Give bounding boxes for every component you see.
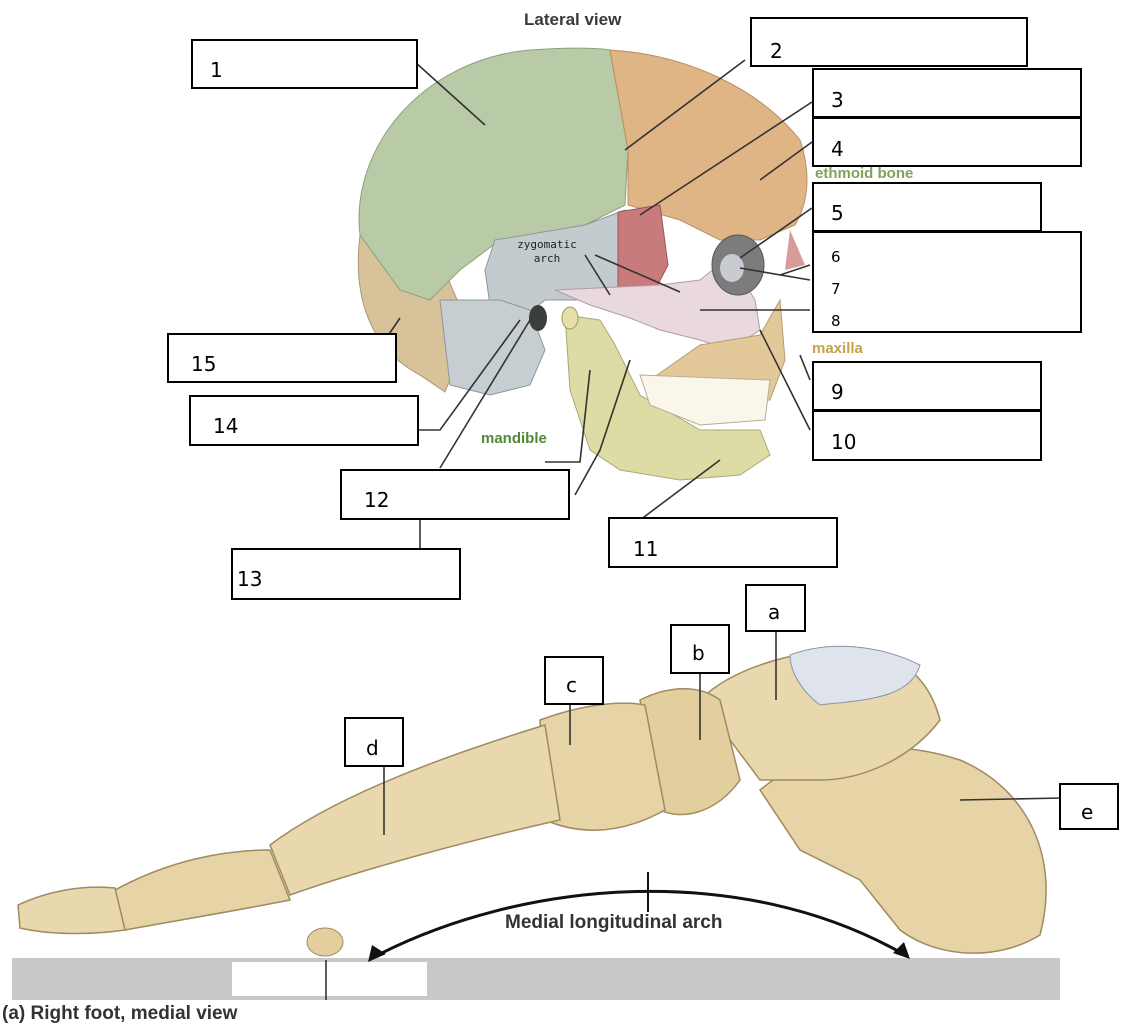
distal-phalanx <box>18 887 125 933</box>
label-number: 12 <box>364 488 389 512</box>
label-box-4[interactable]: 4 <box>812 117 1082 167</box>
label-number: 3 <box>831 88 844 112</box>
label-box-10[interactable]: 10 <box>812 410 1042 461</box>
label-box-13[interactable]: 13 <box>231 548 461 600</box>
label-number: 6 <box>831 241 841 273</box>
skull-view-title: Lateral view <box>524 10 621 30</box>
label-box-e[interactable]: e <box>1059 783 1119 830</box>
skull-illustration <box>358 48 807 480</box>
label-box-d[interactable]: d <box>344 717 404 767</box>
mandible-name: mandible <box>481 430 547 447</box>
label-number: 9 <box>831 380 844 404</box>
foot-caption: (a) Right foot, medial view <box>2 1003 237 1025</box>
nasal-bone <box>785 230 805 270</box>
label-box-c[interactable]: c <box>544 656 604 705</box>
label-letter: d <box>366 736 379 760</box>
label-letter: a <box>768 600 780 624</box>
label-box-12[interactable]: 12 <box>340 469 570 520</box>
label-box-1[interactable]: 1 <box>191 39 418 89</box>
label-number: 13 <box>237 567 262 591</box>
label-letter: c <box>566 673 577 697</box>
arch-arrow-right-head <box>893 942 910 959</box>
label-number: 1 <box>210 58 223 82</box>
ethmoid-bone-name: ethmoid bone <box>815 165 913 182</box>
foot-illustration <box>12 646 1060 1000</box>
label-box-15[interactable]: 15 <box>167 333 397 383</box>
label-number: 10 <box>831 430 856 454</box>
mandibular-condyle <box>562 307 578 329</box>
ground-mask <box>232 962 427 996</box>
label-letter: b <box>692 641 705 665</box>
label-box-2[interactable]: 2 <box>750 17 1028 67</box>
first-metatarsal <box>270 725 560 895</box>
arch-label: Medial longitudinal arch <box>505 912 722 934</box>
label-number: 5 <box>831 201 844 225</box>
zygomatic-arch-name: zygomatic arch <box>517 238 577 266</box>
label-box-3[interactable]: 3 <box>812 68 1082 118</box>
proximal-phalanx <box>115 850 290 930</box>
label-letter: e <box>1081 800 1093 824</box>
ground-surface <box>12 958 1060 1000</box>
label-box-5[interactable]: 5 <box>812 182 1042 232</box>
label-number: 15 <box>191 352 216 376</box>
sesamoid <box>307 928 343 956</box>
label-box-11[interactable]: 11 <box>608 517 838 568</box>
label-number: 14 <box>213 414 238 438</box>
maxilla-name: maxilla <box>812 340 863 357</box>
label-box-a[interactable]: a <box>745 584 806 632</box>
label-number: 11 <box>633 537 658 561</box>
label-number: 7 <box>831 273 841 305</box>
label-box-14[interactable]: 14 <box>189 395 419 446</box>
external-auditory-meatus <box>529 305 547 331</box>
label-box-b[interactable]: b <box>670 624 730 674</box>
label-number: 8 <box>831 305 841 337</box>
label-box-9[interactable]: 9 <box>812 361 1042 411</box>
label-number: 4 <box>831 137 844 161</box>
label-box-6-7-8[interactable]: 6 7 8 <box>812 231 1082 333</box>
label-number: 2 <box>770 39 783 63</box>
